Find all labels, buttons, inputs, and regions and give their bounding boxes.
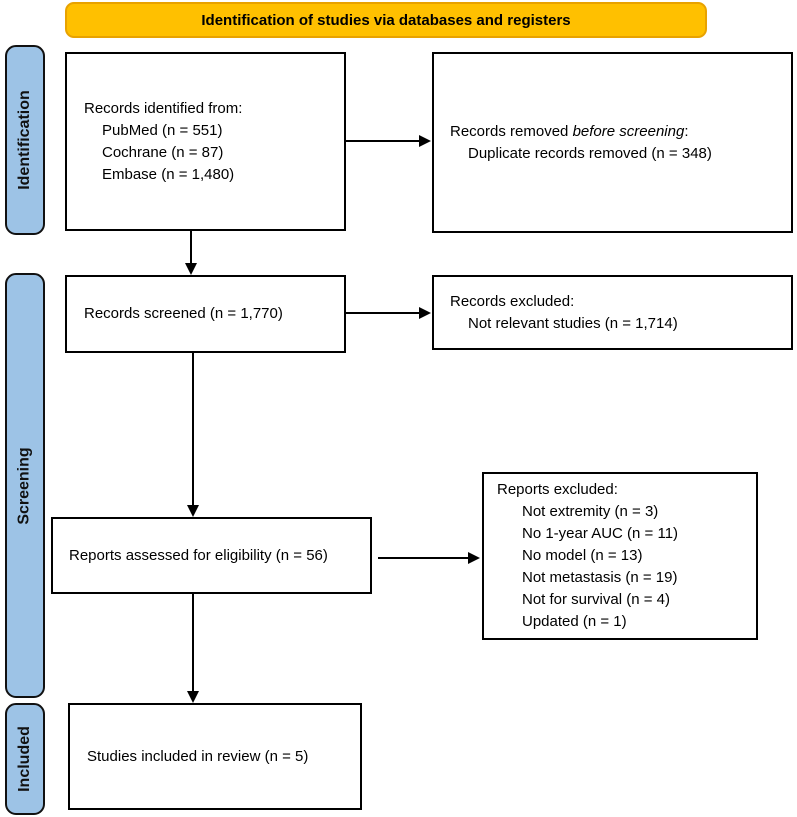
records-identified-title: Records identified from:	[84, 99, 243, 117]
records-removed-title-prefix: Records removed	[450, 122, 573, 140]
box-studies-included: Studies included in review (n = 5)	[68, 703, 362, 810]
records-identified-item: Cochrane (n = 87)	[102, 143, 224, 161]
reports-assessed-title: Reports assessed for eligibility (n = 56…	[69, 546, 328, 564]
studies-included-title: Studies included in review (n = 5)	[87, 747, 309, 765]
box-records-excluded: Records excluded: Not relevant studies (…	[432, 275, 793, 350]
box-reports-excluded: Reports excluded: Not extremity (n = 3) …	[482, 472, 758, 640]
arrow-assessed-to-included-line	[192, 594, 194, 692]
records-removed-title: Records removed before screening:	[450, 121, 791, 143]
arrow-identified-to-screened-line	[190, 231, 192, 265]
banner: Identification of studies via databases …	[65, 2, 707, 38]
records-screened-title: Records screened (n = 1,770)	[84, 305, 283, 322]
reports-excluded-item: Not extremity (n = 3)	[522, 503, 659, 520]
stage-label-included: Included	[5, 703, 45, 815]
reports-excluded-item: No 1-year AUC (n = 11)	[522, 525, 679, 542]
box-records-identified: Records identified from: PubMed (n = 551…	[65, 52, 346, 231]
reports-excluded-item: No model (n = 13)	[522, 547, 643, 564]
arrow-identified-to-removed-head-icon	[419, 135, 431, 147]
banner-label: Identification of studies via databases …	[201, 11, 571, 29]
stage-label-included-text: Included	[16, 726, 33, 792]
arrow-screened-to-excluded-line	[346, 312, 421, 314]
arrow-screened-to-excluded-head-icon	[419, 307, 431, 319]
box-reports-assessed: Reports assessed for eligibility (n = 56…	[51, 517, 372, 594]
reports-excluded-item: Not metastasis (n = 19)	[522, 569, 678, 586]
records-excluded-item: Not relevant studies (n = 1,714)	[468, 314, 678, 332]
records-removed-item: Duplicate records removed (n = 348)	[468, 144, 712, 162]
stage-label-identification-text: Identification	[16, 90, 33, 190]
reports-excluded-title: Reports excluded:	[497, 481, 618, 498]
arrow-assessed-to-included-head-icon	[187, 691, 199, 703]
arrow-screened-to-assessed-head-icon	[187, 505, 199, 517]
arrow-screened-to-assessed-line	[192, 353, 194, 505]
records-removed-title-italic: before screening	[572, 122, 685, 140]
reports-excluded-item: Not for survival (n = 4)	[522, 591, 670, 608]
reports-excluded-item: Updated (n = 1)	[522, 613, 627, 630]
arrow-identified-to-removed-line	[346, 140, 421, 142]
records-excluded-title: Records excluded:	[450, 292, 575, 310]
stage-label-screening-text: Screening	[16, 446, 34, 525]
box-records-screened: Records screened (n = 1,770)	[65, 275, 346, 353]
stage-label-screening: Screening	[5, 273, 45, 698]
arrow-assessed-to-reports-excluded-line	[378, 557, 470, 559]
records-identified-item: Embase (n = 1,480)	[102, 165, 235, 183]
records-removed-title-suffix: :	[684, 122, 689, 140]
records-identified-item: PubMed (n = 551)	[102, 121, 223, 139]
arrow-assessed-to-reports-excluded-head-icon	[468, 552, 480, 564]
stage-label-identification: Identification	[5, 45, 45, 235]
box-records-removed: Records removed before screening: Duplic…	[432, 52, 793, 233]
arrow-identified-to-screened-head-icon	[185, 263, 197, 275]
